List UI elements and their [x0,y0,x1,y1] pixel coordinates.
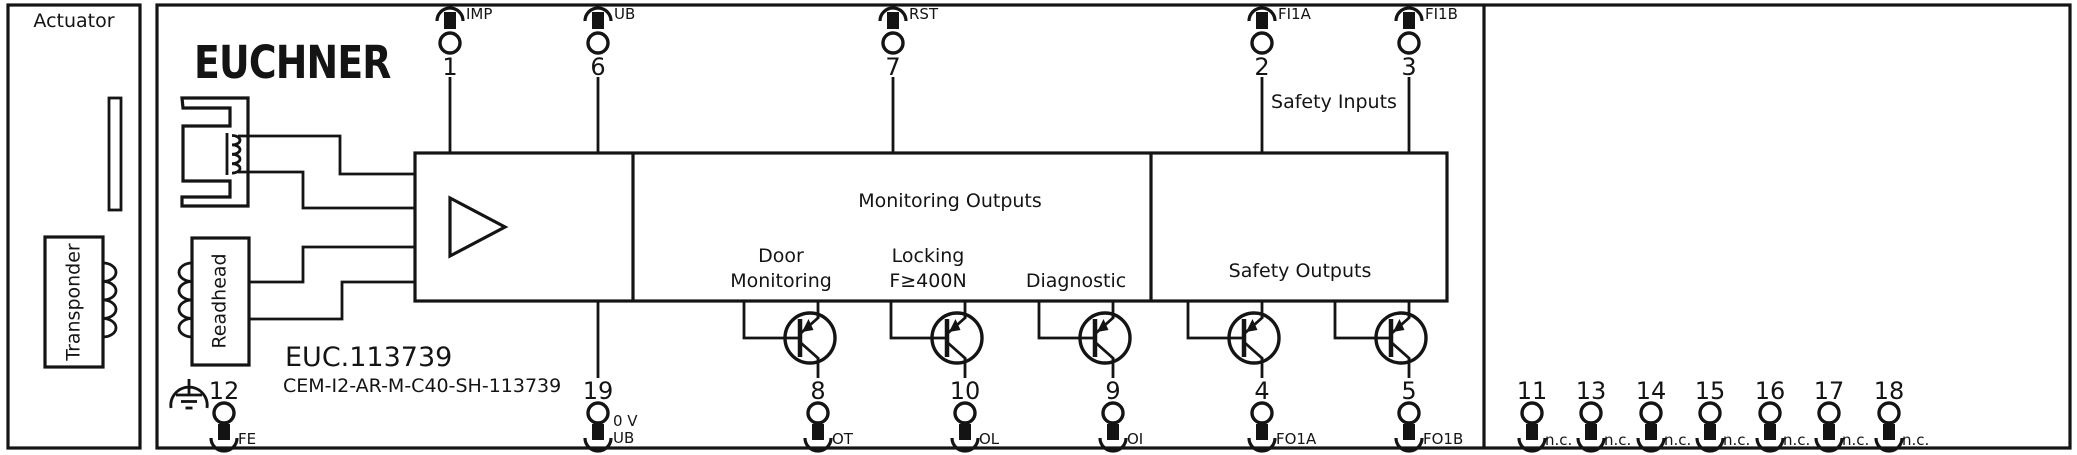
terminal-9-icon [1098,401,1128,453]
pin-number: 16 [1754,377,1786,405]
pin-label: UB [613,429,635,447]
pin-label: RST [909,5,939,23]
safety-outputs-label: Safety Outputs [1228,260,1372,282]
pin-number: 4 [1254,377,1270,405]
terminal-15-icon [1695,401,1725,453]
transistor-oi-icon [1039,301,1130,378]
transponder-box [43,235,105,369]
terminal-19-icon [583,401,613,453]
pin-label: n.c. [1783,431,1811,449]
pin-label: n.c. [1664,431,1692,449]
model-number: CEM-I2-AR-M-C40-SH-113739 [283,375,562,397]
evaluation-unit-box [155,3,2072,450]
terminal-18-icon [1874,401,1904,453]
pin-number: 8 [810,377,826,405]
terminal-7-icon [878,6,908,55]
terminal-8-icon [803,401,833,453]
wire-core-b [238,170,415,210]
transistor-ol-icon [891,301,982,378]
pin-number: 13 [1575,377,1607,405]
pin-number: 3 [1401,53,1417,81]
terminal-3-icon [1394,6,1424,55]
pin-number: 19 [582,377,614,405]
readhead-box [190,236,251,367]
pin-label: n.c. [1902,431,1930,449]
pin-label: OT [832,430,853,448]
terminal-17-icon [1814,401,1844,453]
pin-number: 18 [1873,377,1905,405]
pin-number: 12 [208,377,240,405]
function-block [413,151,1449,303]
order-number: EUC.113739 [285,342,453,373]
pin-number: 10 [949,377,981,405]
readhead-label: Readhead [208,253,231,349]
terminal-12-icon [209,401,239,453]
terminal-10-icon [950,401,980,453]
amplifier-icon [448,195,509,259]
pin-label: UB [614,5,636,23]
pin-label: n.c. [1723,431,1751,449]
door-monitoring-label-2: Monitoring [730,270,832,292]
readhead-coil-icon [177,261,193,339]
terminal-13-icon [1576,401,1606,453]
pin-label: OL [979,430,1000,448]
monitoring-outputs-label: Monitoring Outputs [858,190,1042,212]
terminal-5-icon [1394,401,1424,453]
pin-number: 14 [1635,377,1667,405]
actuator-label: Actuator [33,10,115,32]
locking-label-2: F≥400N [889,270,967,292]
pin-number: 7 [885,53,901,81]
terminal-2-icon [1247,6,1277,55]
pin-label: FI1B [1425,5,1458,23]
wire-core-a [238,134,415,176]
pin-label: FO1A [1276,430,1317,448]
pin-number: 17 [1813,377,1845,405]
actuator-box [6,3,142,450]
actuator-tab-icon [107,96,123,212]
pin-label: FE [238,430,257,448]
pin-number: 11 [1516,377,1548,405]
pin-number: 15 [1694,377,1726,405]
terminal-16-icon [1755,401,1785,453]
terminal-6-icon [583,6,613,55]
pin-number: 5 [1401,377,1417,405]
transistor-ot-icon [744,301,835,378]
locking-label-1: Locking [891,245,965,267]
transistor-fo1a-icon [1188,301,1279,378]
pin-number: 2 [1254,53,1270,81]
pin-number: 6 [590,53,606,81]
transponder-coil-icon [102,261,118,339]
diagnostic-label: Diagnostic [1025,270,1127,292]
terminal-11-icon [1517,401,1547,453]
transponder-label: Transponder [62,243,85,361]
pin-label: OI [1127,430,1144,448]
pin-label: n.c. [1545,431,1573,449]
terminal-14-icon [1636,401,1666,453]
pin-label: n.c. [1604,431,1632,449]
terminal-4-icon [1247,401,1277,453]
door-monitoring-label-1: Door [758,245,804,267]
transistor-fo1b-icon [1335,301,1426,378]
pin-label: n.c. [1842,431,1870,449]
pin-label: FO1B [1423,430,1464,448]
pin-number: 1 [442,53,458,81]
pin-label: 0 V [613,412,638,430]
pin-label: IMP [466,5,493,23]
terminal-1-icon [435,6,465,55]
readhead-core-icon [180,96,250,208]
wire-readhead-a [249,245,415,284]
pin-label: FI1A [1278,5,1311,23]
functional-earth-icon [169,379,209,410]
wire-readhead-b [249,280,415,321]
safety-inputs-label: Safety Inputs [1271,91,1397,113]
core-coil-icon [231,134,242,175]
pin-number: 9 [1105,377,1121,405]
brand-logo: EUCHNER [194,36,391,89]
